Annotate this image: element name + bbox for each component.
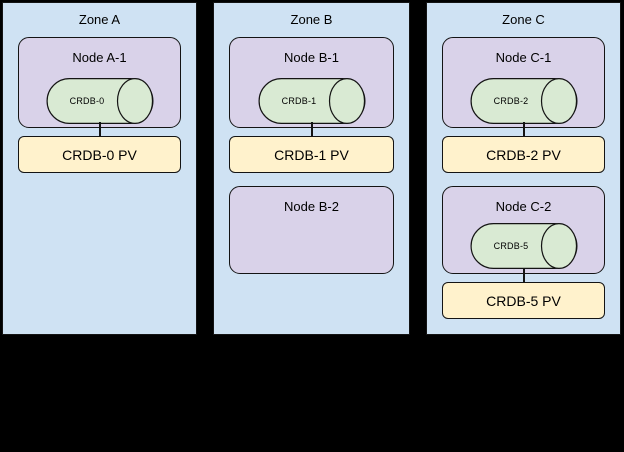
crdb-5-cylinder: CRDB-5 bbox=[470, 223, 577, 269]
crdb-0-label: CRDB-0 bbox=[69, 96, 105, 106]
zone-a-label: Zone A bbox=[78, 12, 121, 27]
zone-c: Zone C Node C-1 CRDB-2 CRDB-2 PV Node C-… bbox=[426, 2, 621, 335]
connector-a1-pv bbox=[98, 122, 101, 137]
crdb-1-pv-box: CRDB-1 PV bbox=[229, 136, 394, 173]
node-a1-label: Node A-1 bbox=[72, 50, 127, 65]
connector-c2-pv bbox=[522, 268, 525, 283]
crdb-1-cylinder: CRDB-1 bbox=[258, 78, 365, 124]
zone-b: Zone B Node B-1 CRDB-1 CRDB-1 PV Node B-… bbox=[213, 2, 410, 335]
zone-b-label: Zone B bbox=[290, 12, 333, 27]
zone-a: Zone A Node A-1 CRDB-0 CRDB-0 PV bbox=[2, 2, 197, 335]
database-cylinder-icon bbox=[470, 78, 577, 124]
node-c1-label: Node C-1 bbox=[495, 50, 552, 65]
crdb-5-label: CRDB-5 bbox=[493, 241, 529, 251]
node-a1: Node A-1 CRDB-0 bbox=[18, 37, 181, 128]
node-b1-label: Node B-1 bbox=[284, 50, 339, 65]
crdb-1-label: CRDB-1 bbox=[281, 96, 317, 106]
node-b2: Node B-2 bbox=[229, 186, 394, 274]
database-cylinder-icon bbox=[258, 78, 365, 124]
database-cylinder-icon bbox=[470, 223, 577, 269]
crdb-2-pv-box: CRDB-2 PV bbox=[442, 136, 605, 173]
node-b2-label: Node B-2 bbox=[284, 199, 339, 214]
crdb-2-cylinder: CRDB-2 bbox=[470, 78, 577, 124]
node-b1: Node B-1 CRDB-1 bbox=[229, 37, 394, 128]
node-c2: Node C-2 CRDB-5 bbox=[442, 186, 605, 274]
database-cylinder-icon bbox=[46, 78, 153, 124]
node-c2-label: Node C-2 bbox=[495, 199, 552, 214]
crdb-0-cylinder: CRDB-0 bbox=[46, 78, 153, 124]
connector-b1-pv bbox=[310, 122, 313, 137]
node-c1: Node C-1 CRDB-2 bbox=[442, 37, 605, 128]
crdb-5-pv-box: CRDB-5 PV bbox=[442, 282, 605, 319]
zone-c-label: Zone C bbox=[502, 12, 545, 27]
crdb-2-label: CRDB-2 bbox=[493, 96, 529, 106]
crdb-0-pv-box: CRDB-0 PV bbox=[18, 136, 181, 173]
connector-c1-pv bbox=[522, 122, 525, 137]
